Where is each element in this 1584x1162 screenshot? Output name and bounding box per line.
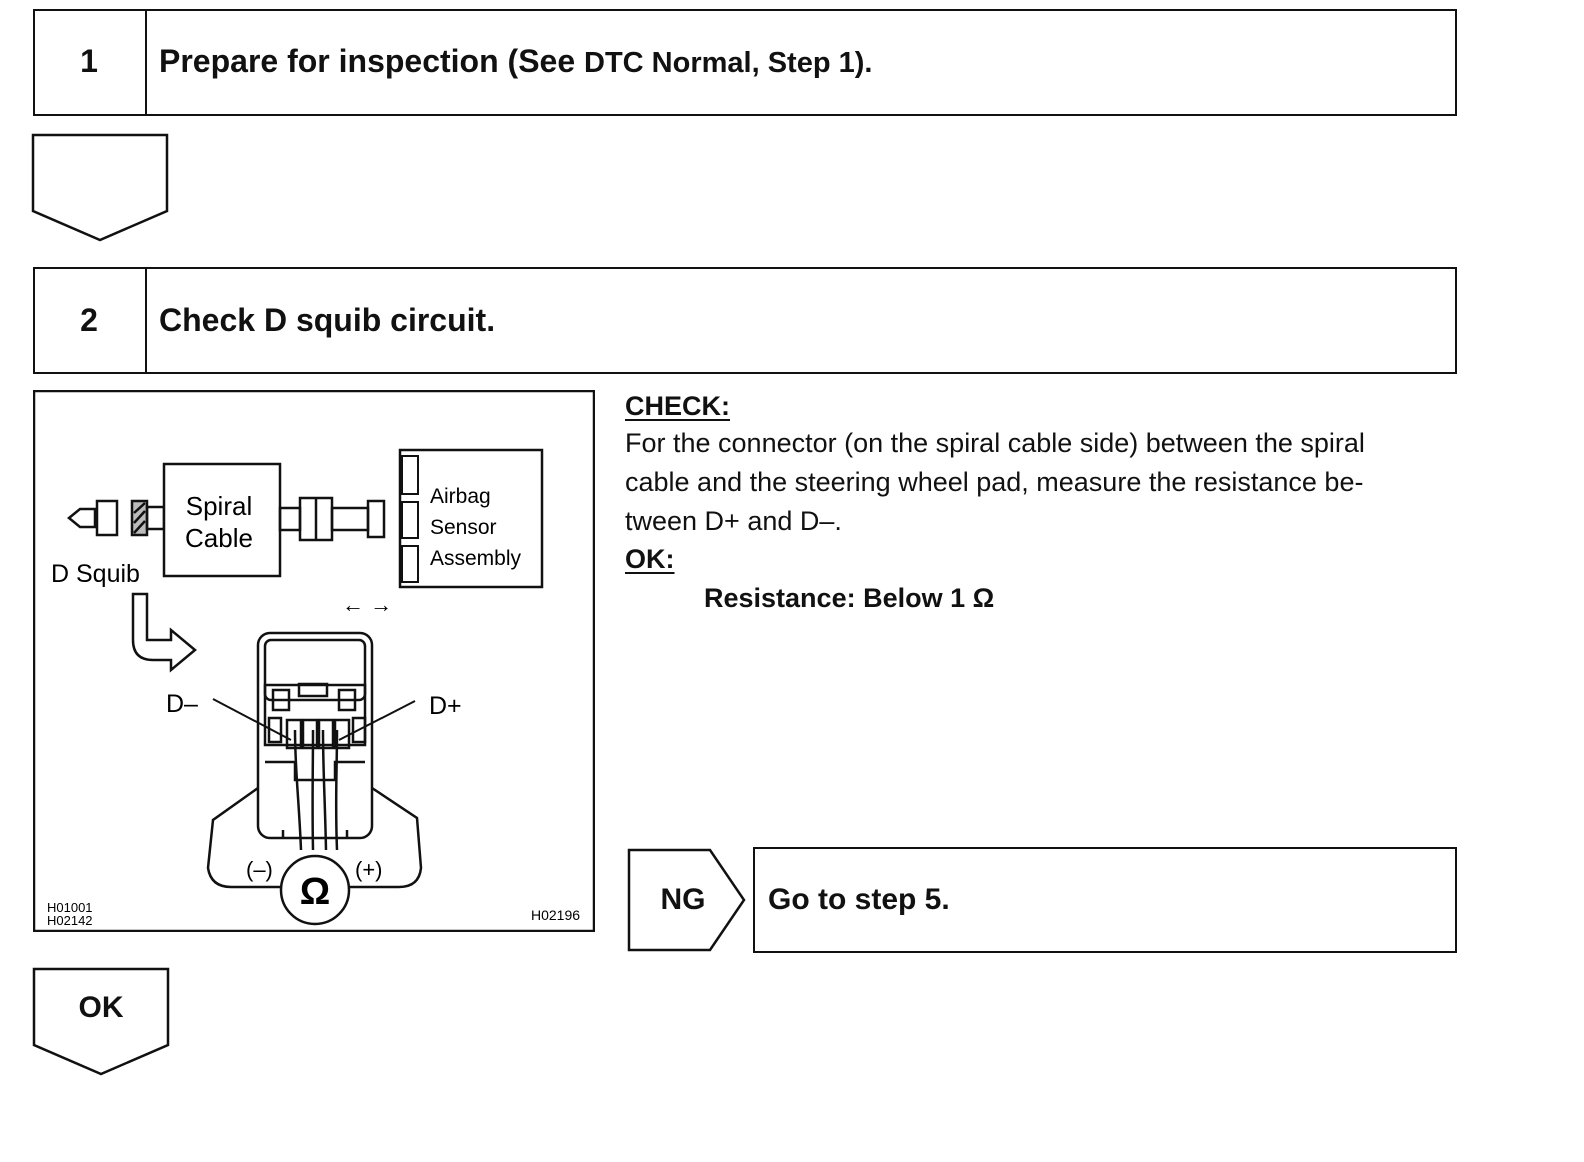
airbag-label-3: Assembly [430, 547, 522, 570]
ok-label: OK [78, 991, 124, 1024]
check-heading: CHECK: [625, 391, 730, 421]
meter-lead-loop [206, 786, 423, 889]
step-2-box [33, 267, 1457, 374]
connector-closeup-icon [256, 631, 374, 840]
airbag-label-1: Airbag [430, 485, 491, 508]
d-plus-label: D+ [429, 692, 462, 720]
step-1-box [33, 9, 1457, 116]
step-1-title-part-a: Prepare for inspection (See [159, 43, 585, 79]
ok-heading: OK: [625, 544, 675, 574]
sensor-pins-icon [401, 455, 419, 583]
flow-arrow-plain [31, 133, 169, 242]
step-2-title: Check D squib circuit. [159, 302, 496, 338]
resistance-spec: Resistance: Below 1 Ω [704, 583, 995, 613]
figure-code-2: H02142 [47, 913, 93, 928]
ng-arrow [627, 848, 746, 952]
ng-label: NG [660, 883, 706, 916]
airbag-sensor-box [398, 448, 544, 589]
spiral-cable-label-1: Spiral [186, 491, 252, 521]
step-2-number: 2 [80, 302, 98, 338]
check-line-2: cable and the steering wheel pad, measur… [625, 467, 1364, 497]
d-squib-label: D Squib [51, 560, 140, 588]
step-1-divider [145, 9, 147, 116]
meter-minus-label: (–) [246, 857, 273, 882]
figure-code-3: H02196 [531, 907, 580, 923]
ohmmeter-icon [279, 854, 351, 926]
check-line-3: tween D+ and D–. [625, 506, 842, 536]
step-1-title-part-b: DTC Normal, Step 1). [584, 47, 873, 79]
probe-wires-icon [293, 729, 339, 851]
ok-arrow [32, 967, 170, 1076]
figure-code-1: H01001 [47, 900, 93, 915]
d-plus-leader [338, 700, 416, 741]
d-minus-leader [212, 698, 292, 741]
ng-action-box [753, 847, 1457, 953]
step-1-title: Prepare for inspection (See DTC Normal, … [159, 43, 872, 80]
squib-circuit-diagram: Spiral Cable Airbag Sensor Assembly D Sq… [33, 390, 595, 932]
meter-plus-label: (+) [355, 857, 383, 882]
ohm-symbol: Ω [300, 871, 330, 913]
spiral-cable-label-2: Cable [185, 523, 253, 553]
airbag-label-2: Sensor [430, 516, 497, 539]
bent-arrow-icon [131, 592, 197, 673]
ng-action-text: Go to step 5. [768, 883, 950, 916]
check-line-1: For the connector (on the spiral cable s… [625, 428, 1365, 458]
step-2-divider [145, 267, 147, 374]
middle-connector-icon [278, 496, 386, 542]
disconnect-arrows: ← → [342, 592, 392, 617]
spiral-cable-box [162, 462, 282, 578]
step-1-number: 1 [80, 43, 98, 79]
d-minus-label: D– [166, 690, 198, 718]
